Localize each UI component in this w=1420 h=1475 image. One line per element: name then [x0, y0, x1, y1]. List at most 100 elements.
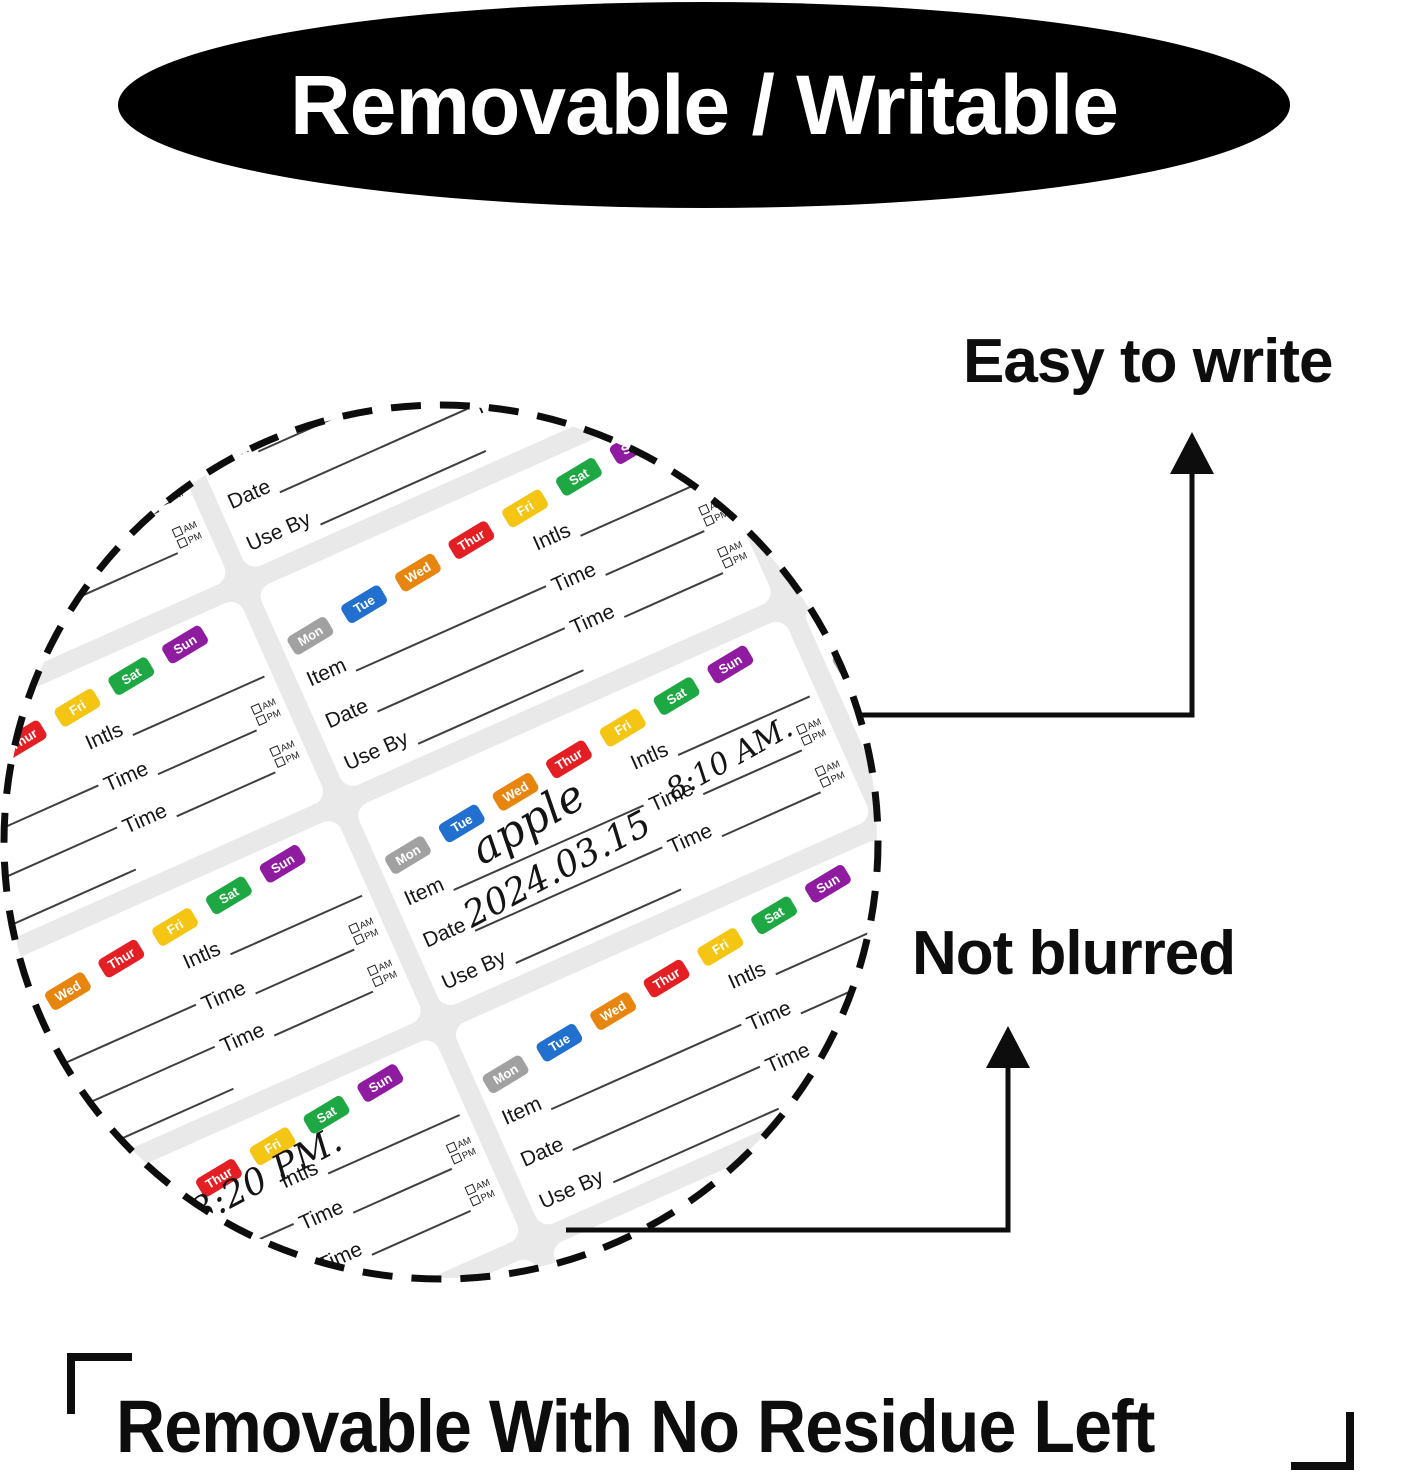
- day-tab-sun: Sun: [160, 623, 210, 665]
- day-tab-wed: Wed: [685, 1209, 736, 1251]
- checkbox-square-icon: [721, 556, 734, 569]
- header-badge-text: Removable / Writable: [289, 57, 1119, 152]
- bottom-caption-bracket-right: [1291, 1412, 1354, 1470]
- field-label-time2: Time: [21, 579, 73, 620]
- easy-to-write-arrowhead: [1170, 432, 1214, 474]
- field-label-use-by: Use By: [438, 945, 510, 995]
- day-tab-sun: Sun: [355, 1062, 405, 1104]
- day-tab-thur: Thur: [446, 519, 497, 562]
- field-label-time2: Time: [762, 1038, 814, 1078]
- field-label-time1: Time: [295, 1195, 348, 1236]
- field-label-time2: Time: [859, 1257, 877, 1278]
- field-label-date: Date: [517, 1132, 568, 1172]
- field-label-use-by: Use By: [535, 1165, 608, 1214]
- field-label-time2: Time: [314, 1237, 366, 1278]
- day-tab-thur: Thur: [96, 938, 147, 980]
- field-label-time2: Time: [566, 599, 619, 640]
- checkbox-square-icon: [366, 964, 379, 977]
- checkbox-square-icon: [800, 734, 813, 747]
- field-label-time1: Time: [5, 537, 55, 578]
- day-tab-sun: Sun: [62, 406, 113, 446]
- field-label-date: Date: [224, 474, 275, 514]
- field-label-intls: Intls: [179, 937, 225, 974]
- field-label-time2: Time: [469, 406, 527, 420]
- checkbox-square-icon: [152, 484, 165, 496]
- callout-easy-to-write: Easy to write: [963, 327, 1333, 396]
- day-tab-mon: Mon: [33, 1253, 83, 1278]
- checkbox-square-icon: [698, 504, 710, 516]
- field-label-use-by: Use By: [340, 726, 412, 776]
- field-label-item: Item: [848, 673, 877, 712]
- checkbox-square-icon: [819, 776, 832, 789]
- checkbox-square-icon: [702, 514, 715, 527]
- field-label-time2: Time: [119, 799, 171, 839]
- field-label-intls: Intls: [822, 1176, 867, 1214]
- field-label-intls: Intls: [627, 737, 672, 775]
- checkbox-square-icon: [371, 975, 384, 988]
- checkbox-square-icon: [250, 703, 263, 716]
- checkbox-square-icon: [450, 1152, 463, 1165]
- field-label-intls: Intls: [724, 957, 770, 994]
- field-label-item: Item: [400, 872, 448, 911]
- field-label-time1: Time: [548, 557, 600, 598]
- day-tab-tue: Tue: [534, 1021, 584, 1064]
- field-label-date: Date: [867, 714, 877, 754]
- day-tab-wed: Wed: [140, 1189, 191, 1231]
- day-tab-sun: Sun: [705, 643, 755, 685]
- day-tab-wed: Wed: [393, 551, 443, 593]
- header-badge: Removable / Writable: [118, 2, 1290, 208]
- day-tab-thur: Thur: [642, 958, 692, 1000]
- checkbox-square-icon: [157, 495, 170, 507]
- checkbox-square-icon: [469, 1194, 482, 1207]
- field-label-use-by: Use By: [243, 507, 315, 556]
- day-tab-tue: Tue: [632, 1241, 682, 1278]
- field-label-time1: Time: [198, 976, 250, 1016]
- checkbox-square-icon: [176, 537, 189, 549]
- day-tab-tue: Tue: [5, 1001, 39, 1044]
- day-tab-tue: Tue: [86, 1221, 137, 1263]
- day-tab-tue: Tue: [339, 583, 389, 625]
- day-tab-thur: Thur: [5, 719, 49, 761]
- checkbox-square-icon: [445, 1141, 458, 1154]
- day-tab-sun: Sun: [257, 843, 308, 885]
- field-label-item: Item: [498, 1092, 546, 1130]
- callout-not-blurred: Not blurred: [912, 919, 1236, 988]
- checkbox-square-icon: [352, 933, 365, 946]
- field-label-item: Item: [303, 653, 350, 692]
- checkbox-square-icon: [171, 526, 184, 539]
- checkbox-square-icon: [255, 714, 268, 727]
- day-tab-mon: Mon: [578, 1272, 628, 1278]
- day-tab-thur: Thur: [739, 1177, 790, 1219]
- field-label-item: Item: [750, 454, 798, 492]
- day-tab-sun: Sun: [607, 424, 658, 466]
- field-label-date: Date: [769, 494, 820, 534]
- field-label-use-by: Use By: [788, 527, 860, 576]
- field-label-date: Date: [321, 694, 372, 734]
- field-label-item: Item: [205, 434, 253, 472]
- day-tab-wed: Wed: [588, 990, 638, 1032]
- field-label-time1: Time: [841, 1215, 877, 1256]
- field-label-time2: Time: [216, 1018, 269, 1059]
- checkbox-square-icon: [795, 723, 808, 736]
- day-tab-sat: Sat: [847, 1114, 877, 1156]
- checkbox-square-icon: [273, 756, 286, 769]
- field-label-time1: Time: [100, 757, 152, 797]
- day-tab-sun: Sun: [803, 862, 853, 905]
- easy-to-write-connector-line: [860, 472, 1195, 718]
- checkbox-square-icon: [716, 546, 729, 558]
